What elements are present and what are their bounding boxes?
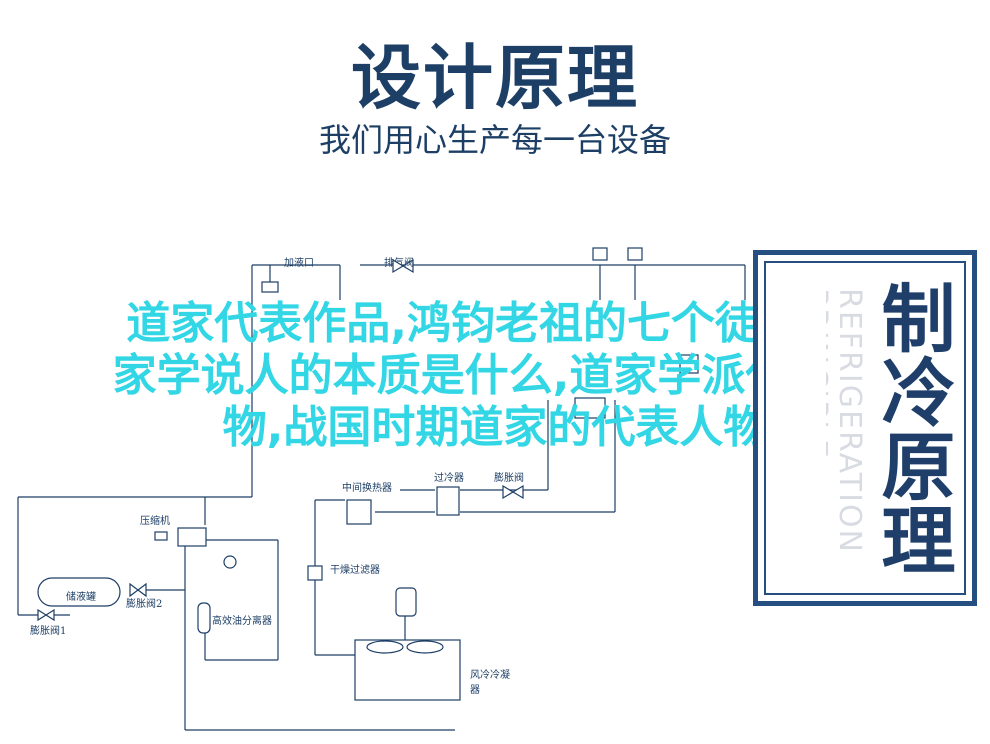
label-expansion-valve: 膨胀阀 — [494, 471, 524, 484]
receiver-tank-icon — [37, 577, 121, 607]
valve-icon — [129, 582, 139, 598]
valve-icon — [44, 608, 55, 622]
compressor-icon — [177, 527, 207, 547]
valve-icon — [401, 258, 414, 274]
gauge-icon — [592, 247, 608, 261]
gauge-icon — [627, 247, 643, 261]
label-compressor: 压缩机 — [140, 514, 170, 527]
filter-icon — [307, 565, 323, 581]
overlay-line-1: 道家代表作品,鸿钧老祖的七个徒弟,道 — [126, 298, 864, 349]
pump-icon — [679, 354, 699, 374]
heat-exchanger-icon — [574, 397, 606, 419]
heat-exchanger-icon — [436, 486, 460, 516]
badge-chinese-text: 制冷原理 — [869, 280, 955, 576]
label-receiver: 储液罐 — [66, 590, 96, 603]
badge-inner-border — [764, 261, 966, 595]
label-oil-separator: 高效油分离器 — [212, 614, 272, 627]
label-exhaust-valve: 排气阀 — [384, 256, 414, 269]
label-expansion-valve-1: 膨胀阀1 — [30, 624, 66, 637]
badge-english-text: REFRIGERATION PRINCIPLE — [826, 288, 866, 554]
valve-icon — [511, 484, 524, 500]
compressor-icon — [154, 531, 168, 541]
fan-blade-icon — [406, 640, 444, 654]
label-expansion-valve-2: 膨胀阀2 — [126, 597, 162, 610]
gauge-icon — [223, 555, 237, 569]
fan-motor-icon — [395, 587, 417, 617]
overlay-line-2: 家学说人的本质是什么,道家学派代表人 — [112, 350, 878, 401]
label-dry-filter: 干燥过滤器 — [330, 563, 380, 576]
oil-separator-icon — [197, 602, 211, 634]
heat-exchanger-icon — [346, 499, 372, 525]
label-intermediate-heat-exchanger: 中间换热器 — [342, 481, 392, 494]
fan-blade-icon — [366, 640, 404, 654]
page-title: 设计原理 — [351, 37, 639, 119]
valve-icon — [137, 582, 147, 598]
overlay-headline: 道家代表作品,鸿钧老祖的七个徒弟,道 家学说人的本质是什么,道家学派代表人 物,… — [0, 298, 990, 454]
liquid-port — [261, 281, 279, 293]
refrigeration-principle-badge — [753, 250, 977, 606]
label-subcooler: 过冷器 — [434, 471, 464, 484]
label-air-cooled-condenser-cont: 器 — [470, 684, 480, 696]
overlay-line-3: 物,战国时期道家的代表人物 — [222, 402, 768, 453]
valve-icon — [37, 608, 48, 622]
label-air-cooled-condenser: 风冷冷凝 — [470, 668, 510, 681]
page-subtitle: 我们用心生产每一台设备 — [318, 121, 671, 159]
label-liquid-port: 加液口 — [284, 256, 314, 269]
valve-icon — [502, 484, 515, 500]
valve-icon — [392, 258, 405, 274]
